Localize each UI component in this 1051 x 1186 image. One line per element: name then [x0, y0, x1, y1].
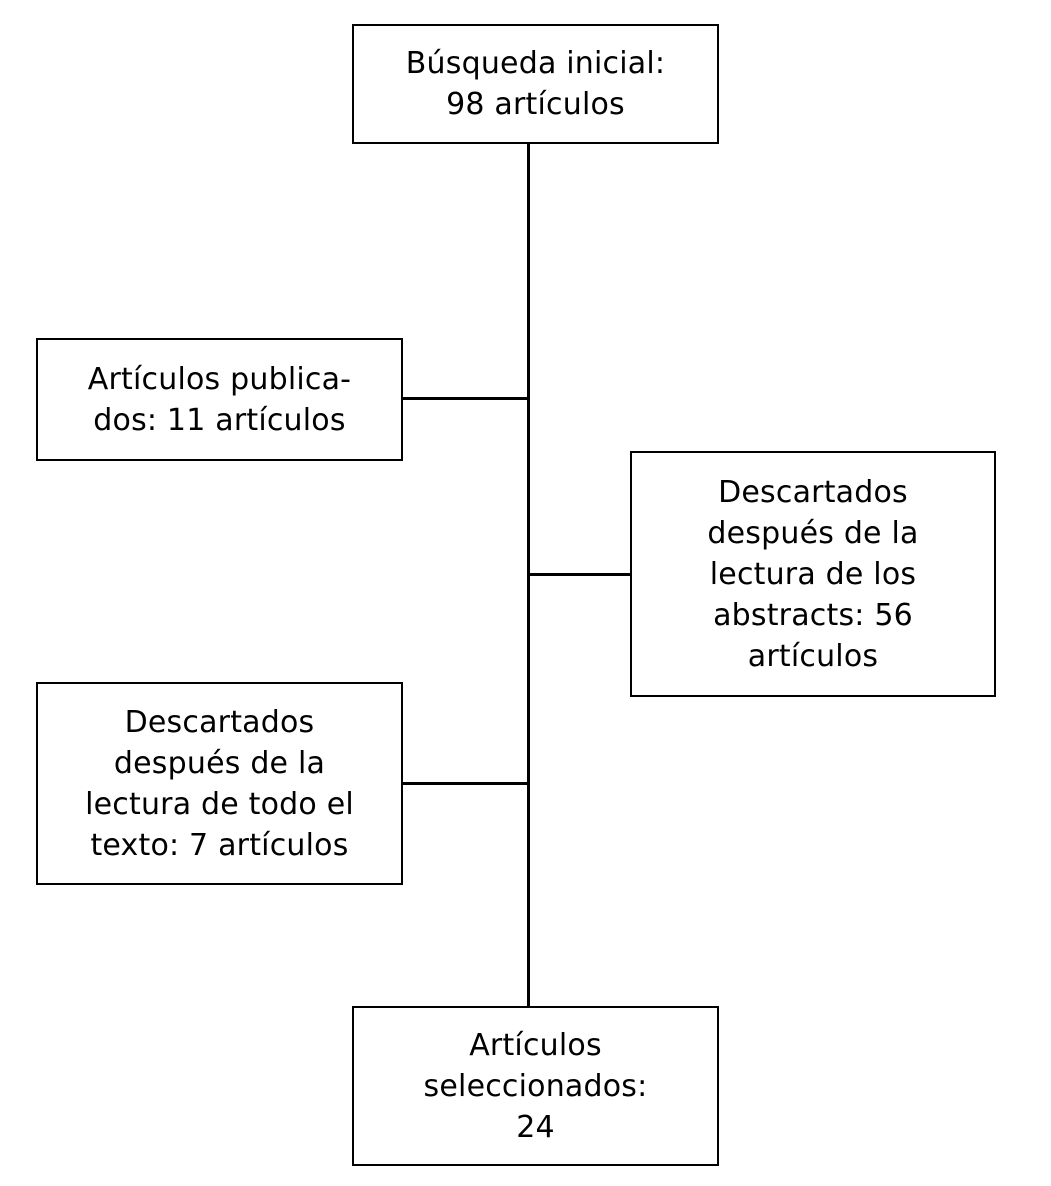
node-published-articles-label: Artículos publica- dos: 11 artículos: [87, 361, 352, 438]
node-abstract-rejected: Descartados después de la lectura de los…: [630, 451, 996, 697]
node-fulltext-rejected: Descartados después de la lectura de tod…: [36, 682, 403, 885]
node-abstract-rejected-label: Descartados después de la lectura de los…: [707, 474, 919, 674]
node-selected-articles: Artículos seleccionados: 24: [352, 1006, 719, 1166]
connector-to-abstract-rejected: [527, 573, 632, 576]
connector-to-published: [402, 397, 529, 400]
node-fulltext-rejected-label: Descartados después de la lectura de tod…: [85, 704, 354, 863]
node-selected-articles-label: Artículos seleccionados: 24: [423, 1027, 648, 1145]
connector-to-fulltext-rejected: [402, 782, 529, 785]
node-initial-search: Búsqueda inicial: 98 artículos: [352, 24, 719, 144]
node-initial-search-label: Búsqueda inicial: 98 artículos: [405, 46, 666, 122]
node-published-articles: Artículos publica- dos: 11 artículos: [36, 338, 403, 461]
